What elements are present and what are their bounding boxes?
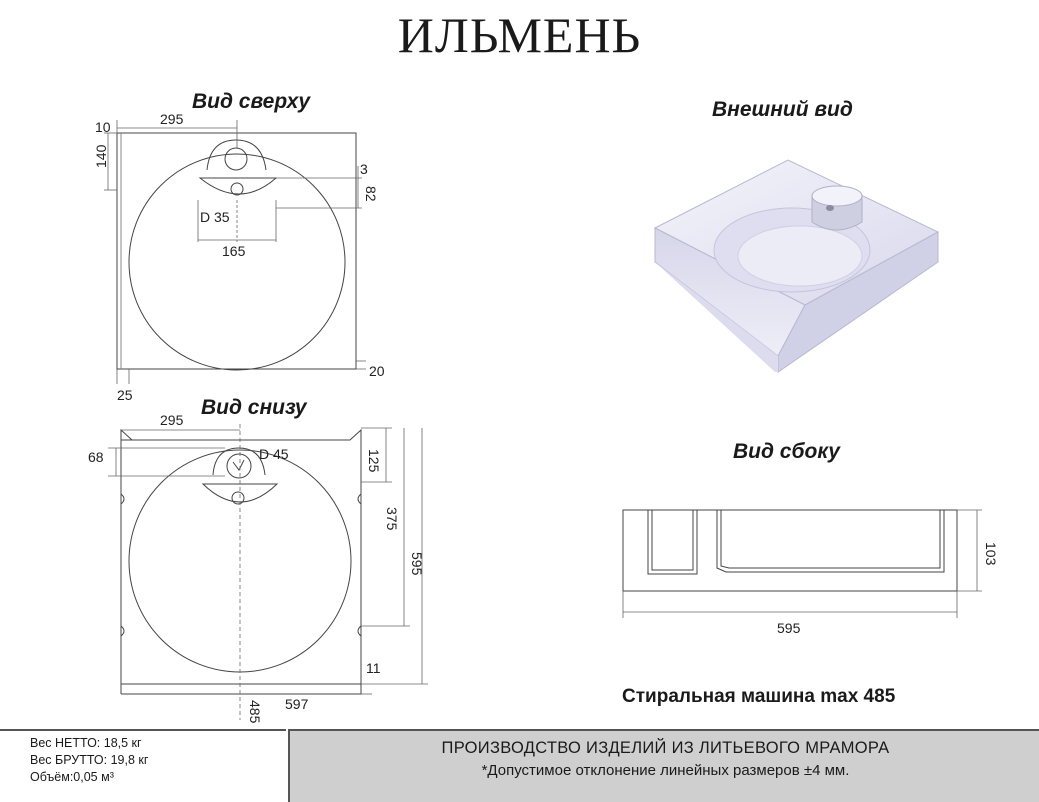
- spec-brutto: Вес БРУТТО: 19,8 кг: [30, 753, 149, 767]
- exterior-sink-render: [653, 159, 940, 373]
- footer: Вес НЕТТО: 18,5 кг Вес БРУТТО: 19,8 кг О…: [0, 729, 1039, 802]
- washing-machine-note: Стиральная машина max 485: [622, 686, 896, 707]
- spec-volume: Объём:0,05 м³: [30, 770, 114, 784]
- bottom-view-drawing: [108, 424, 428, 720]
- exterior-view-caption: Внешний вид: [712, 98, 853, 121]
- dim-bottom-d45: D 45: [259, 446, 289, 462]
- dim-top-20: 20: [369, 363, 385, 379]
- bottom-view-caption: Вид снизу: [201, 396, 307, 419]
- side-view-drawing: [622, 509, 982, 618]
- top-tap-boss: [206, 139, 267, 171]
- dim-top-295: 295: [160, 111, 184, 127]
- specs-panel: Вес НЕТТО: 18,5 кг Вес БРУТТО: 19,8 кг О…: [0, 729, 286, 802]
- dim-bottom-597: 597: [285, 696, 309, 712]
- dim-top-165: 165: [222, 243, 246, 259]
- product-title: ИЛЬМЕНЬ: [397, 7, 642, 63]
- dim-bottom-485: 485: [247, 700, 263, 724]
- bottom-outline: [120, 428, 362, 685]
- top-view-caption: Вид сверху: [192, 90, 310, 113]
- dim-side-103: 103: [983, 542, 999, 566]
- dim-top-10: 10: [95, 119, 111, 135]
- dim-bottom-68: 68: [88, 449, 104, 465]
- top-view-drawing: [104, 120, 366, 384]
- manufacturer-panel: ПРОИЗВОДСТВО ИЗДЕЛИЙ ИЗ ЛИТЬЕВОГО МРАМОР…: [288, 729, 1039, 802]
- top-soap-dish: [198, 177, 278, 195]
- dim-side-595: 595: [777, 620, 801, 636]
- tolerance-text: *Допустимое отклонение линейных размеров…: [481, 762, 850, 779]
- dim-bottom-295: 295: [160, 412, 184, 428]
- spec-netto: Вес НЕТТО: 18,5 кг: [30, 736, 142, 750]
- dim-top-3: 3: [360, 161, 368, 177]
- dim-top-140: 140: [93, 144, 109, 168]
- dim-top-d35: D 35: [200, 209, 230, 225]
- production-text: ПРОИЗВОДСТВО ИЗДЕЛИЙ ИЗ ЛИТЬЕВОГО МРАМОР…: [441, 739, 890, 757]
- side-view-caption: Вид сбоку: [733, 440, 840, 463]
- dim-bottom-595: 595: [409, 552, 425, 576]
- dim-bottom-125: 125: [366, 449, 382, 473]
- dim-top-25: 25: [117, 387, 133, 403]
- dim-top-82: 82: [363, 186, 379, 202]
- technical-drawing: 10 295 140 3 82 D 35 165 20 25: [88, 111, 999, 724]
- top-outline: [116, 132, 357, 370]
- top-bowl: [128, 153, 346, 371]
- dim-bottom-375: 375: [384, 507, 400, 531]
- dim-bottom-11: 11: [366, 660, 381, 676]
